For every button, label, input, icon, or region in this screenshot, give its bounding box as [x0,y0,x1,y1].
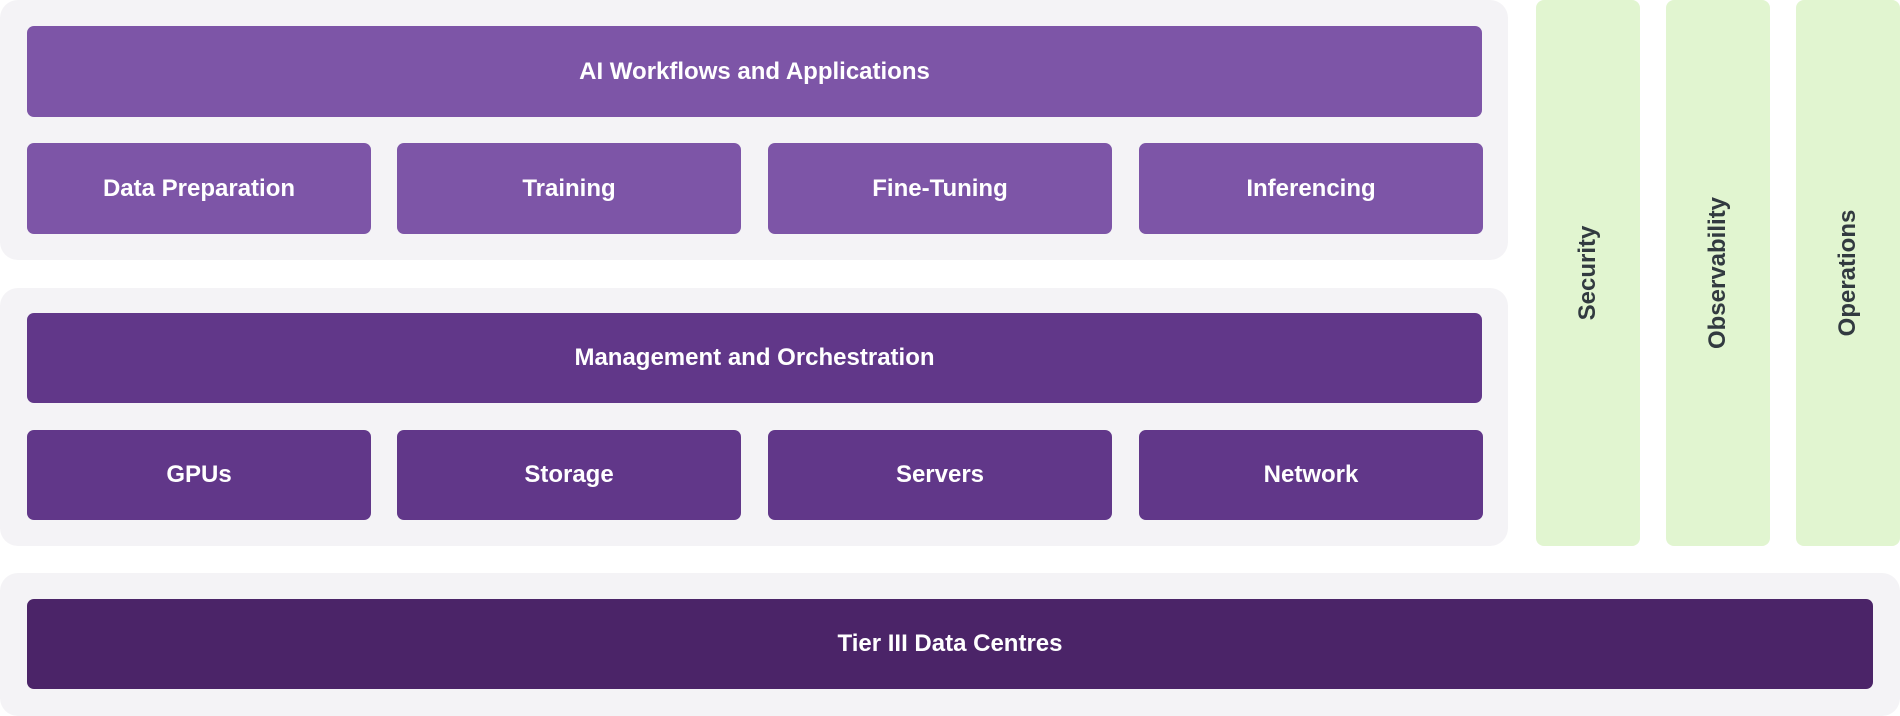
operations-pillar: Operations [1796,0,1900,546]
inferencing-label: Inferencing [1246,174,1376,202]
operations-label: Operations [1834,209,1861,337]
fine-tuning-label: Fine-Tuning [872,174,1008,202]
gpus-box: GPUs [27,430,371,520]
gpus-label: GPUs [166,461,232,488]
observability-pillar: Observability [1666,0,1770,546]
security-pillar: Security [1536,0,1640,546]
storage-box: Storage [397,430,741,520]
training-box: Training [397,143,741,234]
management-orchestration-label: Management and Orchestration [574,344,935,371]
data-preparation-label: Data Preparation [102,174,296,202]
storage-label: Storage [524,461,614,488]
network-label: Network [1263,461,1359,488]
network-box: Network [1139,430,1483,520]
infrastructure-layer-panel: Management and Orchestration GPUs Storag… [0,288,1508,546]
tier-iii-data-centres-box: Tier III Data Centres [27,599,1873,689]
foundation-layer-panel: Tier III Data Centres [0,573,1900,716]
inferencing-box: Inferencing [1139,143,1483,234]
ai-workflows-applications-box: AI Workflows and Applications [27,26,1482,117]
application-layer-panel: AI Workflows and Applications Data Prepa… [0,0,1508,260]
security-label: Security [1574,225,1601,321]
training-label: Training [522,174,616,202]
servers-label: Servers [895,461,985,488]
observability-label: Observability [1704,196,1731,350]
data-preparation-box: Data Preparation [27,143,371,234]
fine-tuning-box: Fine-Tuning [768,143,1112,234]
tier-iii-data-centres-label: Tier III Data Centres [837,630,1063,657]
management-orchestration-box: Management and Orchestration [27,313,1482,403]
servers-box: Servers [768,430,1112,520]
ai-workflows-applications-label: AI Workflows and Applications [579,57,930,85]
